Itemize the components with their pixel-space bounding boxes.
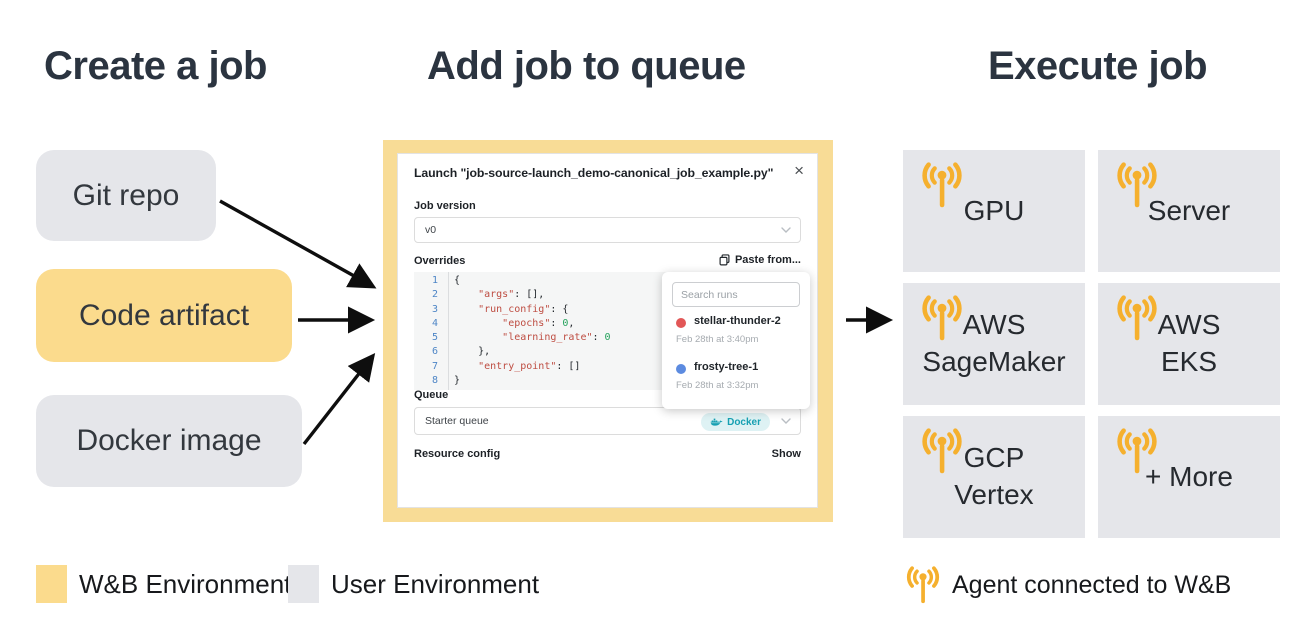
copy-icon	[719, 254, 730, 266]
paste-from-label: Paste from...	[734, 254, 801, 266]
source-label: Git repo	[72, 178, 180, 212]
run-item-time: Feb 28th at 3:40pm	[676, 334, 759, 345]
docker-badge-label: Docker	[727, 416, 761, 428]
source-label: Docker image	[76, 424, 262, 457]
source-label: Code artifact	[78, 298, 250, 332]
legend-label-user: User Environment	[331, 569, 540, 599]
job-version-value: v0	[425, 224, 437, 236]
legend-label-wandb: W&B Environment	[79, 569, 292, 599]
close-icon[interactable]: ×	[794, 161, 804, 180]
line-number: 2	[431, 289, 438, 301]
resource-config-label: Resource config	[414, 448, 501, 460]
legend-swatch-wandb	[36, 565, 67, 603]
chevron-down-icon	[781, 418, 791, 424]
source-box-git-repo: Git repo	[36, 150, 216, 241]
show-button[interactable]: Show	[771, 448, 801, 460]
run-status-dot	[676, 364, 686, 374]
heading-execute-job: Execute job	[988, 44, 1208, 88]
target-label: + More	[1145, 460, 1233, 492]
run-item-name[interactable]: frosty-tree-1	[694, 361, 759, 373]
job-version-label: Job version	[414, 200, 476, 212]
queue-label: Queue	[414, 389, 449, 401]
legend-swatch-user	[288, 565, 319, 603]
search-runs-input[interactable]	[672, 282, 800, 307]
gutter-divider	[448, 272, 449, 390]
docker-whale-icon	[710, 418, 723, 426]
job-version-select[interactable]: v0	[414, 217, 801, 243]
target-label: GPU	[963, 194, 1025, 226]
target-box-more: + More	[1098, 416, 1280, 538]
line-number: 3	[431, 303, 438, 315]
overrides-label: Overrides	[414, 255, 466, 267]
target-box-server: Server	[1098, 150, 1280, 272]
line-number: 4	[431, 317, 438, 329]
queue-select[interactable]: Starter queue Docker	[414, 407, 801, 435]
line-number: 8	[431, 375, 438, 387]
run-item-time: Feb 28th at 3:32pm	[676, 380, 759, 391]
line-number: 7	[431, 360, 438, 372]
line-number: 6	[431, 346, 438, 358]
heading-create-job: Create a job	[44, 44, 267, 88]
heading-add-job-to-queue: Add job to queue	[427, 44, 746, 88]
runs-dropdown: stellar-thunder-2 Feb 28th at 3:40pm fro…	[662, 272, 810, 409]
modal-title: Launch "job-source-launch_demo-canonical…	[414, 166, 774, 180]
source-box-code-artifact: Code artifact	[36, 269, 292, 362]
line-number: 1	[431, 275, 438, 286]
line-number: 5	[431, 332, 438, 344]
queue-value: Starter queue	[425, 415, 489, 427]
run-item-name[interactable]: stellar-thunder-2	[694, 315, 781, 327]
docker-badge: Docker	[701, 413, 770, 431]
antenna-icon	[905, 566, 941, 607]
target-label: GCP	[963, 442, 1025, 474]
target-box-gpu: GPU	[903, 150, 1085, 272]
source-box-docker-image: Docker image	[36, 395, 302, 487]
chevron-down-icon	[781, 227, 791, 233]
target-label: AWS	[962, 309, 1026, 341]
legend-label-agent: Agent connected to W&B	[952, 571, 1232, 599]
target-label: AWS	[1157, 309, 1221, 341]
run-status-dot	[676, 318, 686, 328]
paste-from-button[interactable]: Paste from...	[719, 254, 801, 266]
target-label: Server	[1147, 194, 1231, 226]
launch-job-modal: Launch "job-source-launch_demo-canonical…	[397, 153, 818, 508]
